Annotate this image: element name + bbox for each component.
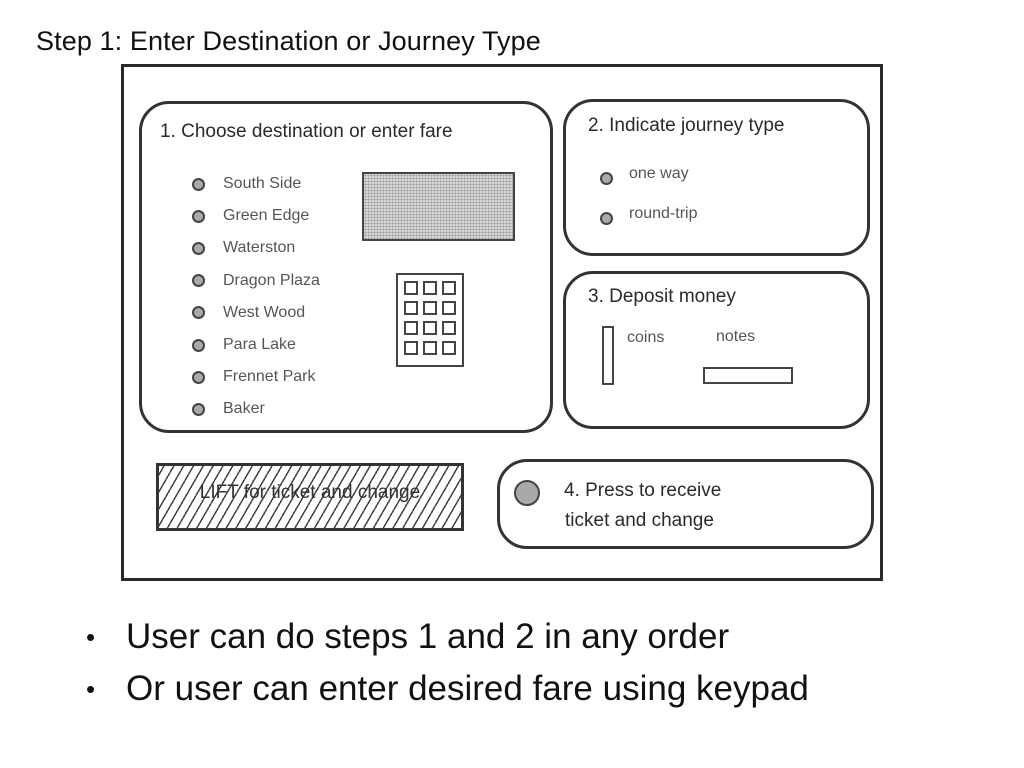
receive-ticket-instructions: 4. Press to receive ticket and change — [564, 476, 721, 536]
destination-option[interactable]: Baker — [192, 393, 320, 425]
journey-type-list: one way round-trip — [600, 158, 697, 238]
fare-display — [362, 172, 515, 241]
deposit-money-panel: 3. Deposit money coins notes — [563, 271, 870, 429]
radio-button-icon[interactable] — [192, 274, 205, 288]
deposit-money-panel-title: 3. Deposit money — [588, 286, 736, 307]
slide-title: Step 1: Enter Destination or Journey Typ… — [36, 26, 541, 56]
radio-button-icon[interactable] — [192, 306, 205, 320]
note-slot[interactable] — [703, 367, 793, 384]
keypad-key[interactable] — [423, 281, 437, 295]
receive-instruction-line2: ticket and change — [565, 510, 714, 531]
journey-option-label: round-trip — [629, 205, 698, 222]
journey-option-one-way[interactable]: one way — [600, 158, 697, 198]
journey-type-panel: 2. Indicate journey type one way round-t… — [563, 99, 870, 256]
bullet-item: • Or user can enter desired fare using ke… — [86, 663, 809, 715]
destination-panel: 1. Choose destination or enter fare Sout… — [139, 101, 553, 433]
destination-label: South Side — [223, 175, 302, 193]
keypad-key[interactable] — [442, 321, 456, 335]
receive-instruction-line1: 4. Press to receive — [564, 480, 722, 501]
keypad-key[interactable] — [423, 341, 437, 355]
keypad-key[interactable] — [404, 341, 418, 355]
destination-label: West Wood — [223, 303, 306, 321]
radio-button-icon[interactable] — [600, 171, 613, 185]
journey-option-round-trip[interactable]: round-trip — [600, 198, 697, 238]
bullet-text: User can do steps 1 and 2 in any order — [126, 617, 730, 656]
journey-option-label: one way — [629, 165, 689, 182]
receive-ticket-button[interactable] — [514, 480, 540, 506]
keypad — [396, 273, 464, 367]
destination-label: Dragon Plaza — [223, 271, 320, 289]
radio-button-icon[interactable] — [192, 338, 205, 352]
keypad-key[interactable] — [442, 301, 456, 315]
notes-label: notes — [716, 328, 756, 345]
keypad-key[interactable] — [404, 321, 418, 335]
radio-button-icon[interactable] — [192, 402, 205, 416]
coin-slot[interactable] — [602, 326, 614, 385]
bullet-list: •User can do steps 1 and 2 in any order … — [86, 611, 809, 715]
ticket-tray[interactable]: LIFT for ticket and change — [156, 463, 464, 531]
bullet-icon: • — [86, 622, 96, 652]
ticket-machine-diagram: 1. Choose destination or enter fare Sout… — [121, 64, 883, 581]
coins-label: coins — [627, 329, 665, 346]
destination-label: Para Lake — [223, 336, 296, 354]
radio-button-icon[interactable] — [192, 177, 205, 191]
destination-option[interactable]: Para Lake — [192, 329, 320, 361]
keypad-key[interactable] — [442, 341, 456, 355]
destination-option[interactable]: Waterston — [192, 232, 320, 264]
ticket-tray-label: LIFT for ticket and change — [199, 482, 421, 503]
receive-ticket-panel: 4. Press to receive ticket and change — [497, 459, 874, 549]
bullet-item: • User can do steps 1 and 2 in any order — [86, 611, 809, 663]
keypad-key[interactable] — [404, 281, 418, 295]
bullet-text: Or user can enter desired fare using key… — [126, 669, 809, 708]
destination-label: Frennet Park — [223, 368, 316, 386]
destination-option[interactable]: Dragon Plaza — [192, 265, 320, 297]
keypad-key[interactable] — [423, 301, 437, 315]
keypad-key[interactable] — [423, 321, 437, 335]
radio-button-icon[interactable] — [192, 370, 205, 384]
bullet-icon: • — [86, 674, 96, 704]
radio-button-icon[interactable] — [192, 241, 205, 255]
destination-option[interactable]: Green Edge — [192, 200, 320, 232]
keypad-key[interactable] — [404, 301, 418, 315]
destination-label: Green Edge — [223, 207, 310, 225]
destination-list: South Side Green Edge Waterston Dragon P… — [192, 168, 320, 426]
destination-label: Waterston — [223, 239, 296, 257]
keypad-key[interactable] — [442, 281, 456, 295]
destination-option[interactable]: West Wood — [192, 297, 320, 329]
destination-panel-title: 1. Choose destination or enter fare — [160, 121, 453, 142]
destination-option[interactable]: Frennet Park — [192, 361, 320, 393]
radio-button-icon[interactable] — [600, 211, 613, 225]
destination-option[interactable]: South Side — [192, 168, 320, 200]
journey-type-panel-title: 2. Indicate journey type — [588, 115, 785, 136]
radio-button-icon[interactable] — [192, 209, 205, 223]
destination-label: Baker — [223, 400, 265, 418]
